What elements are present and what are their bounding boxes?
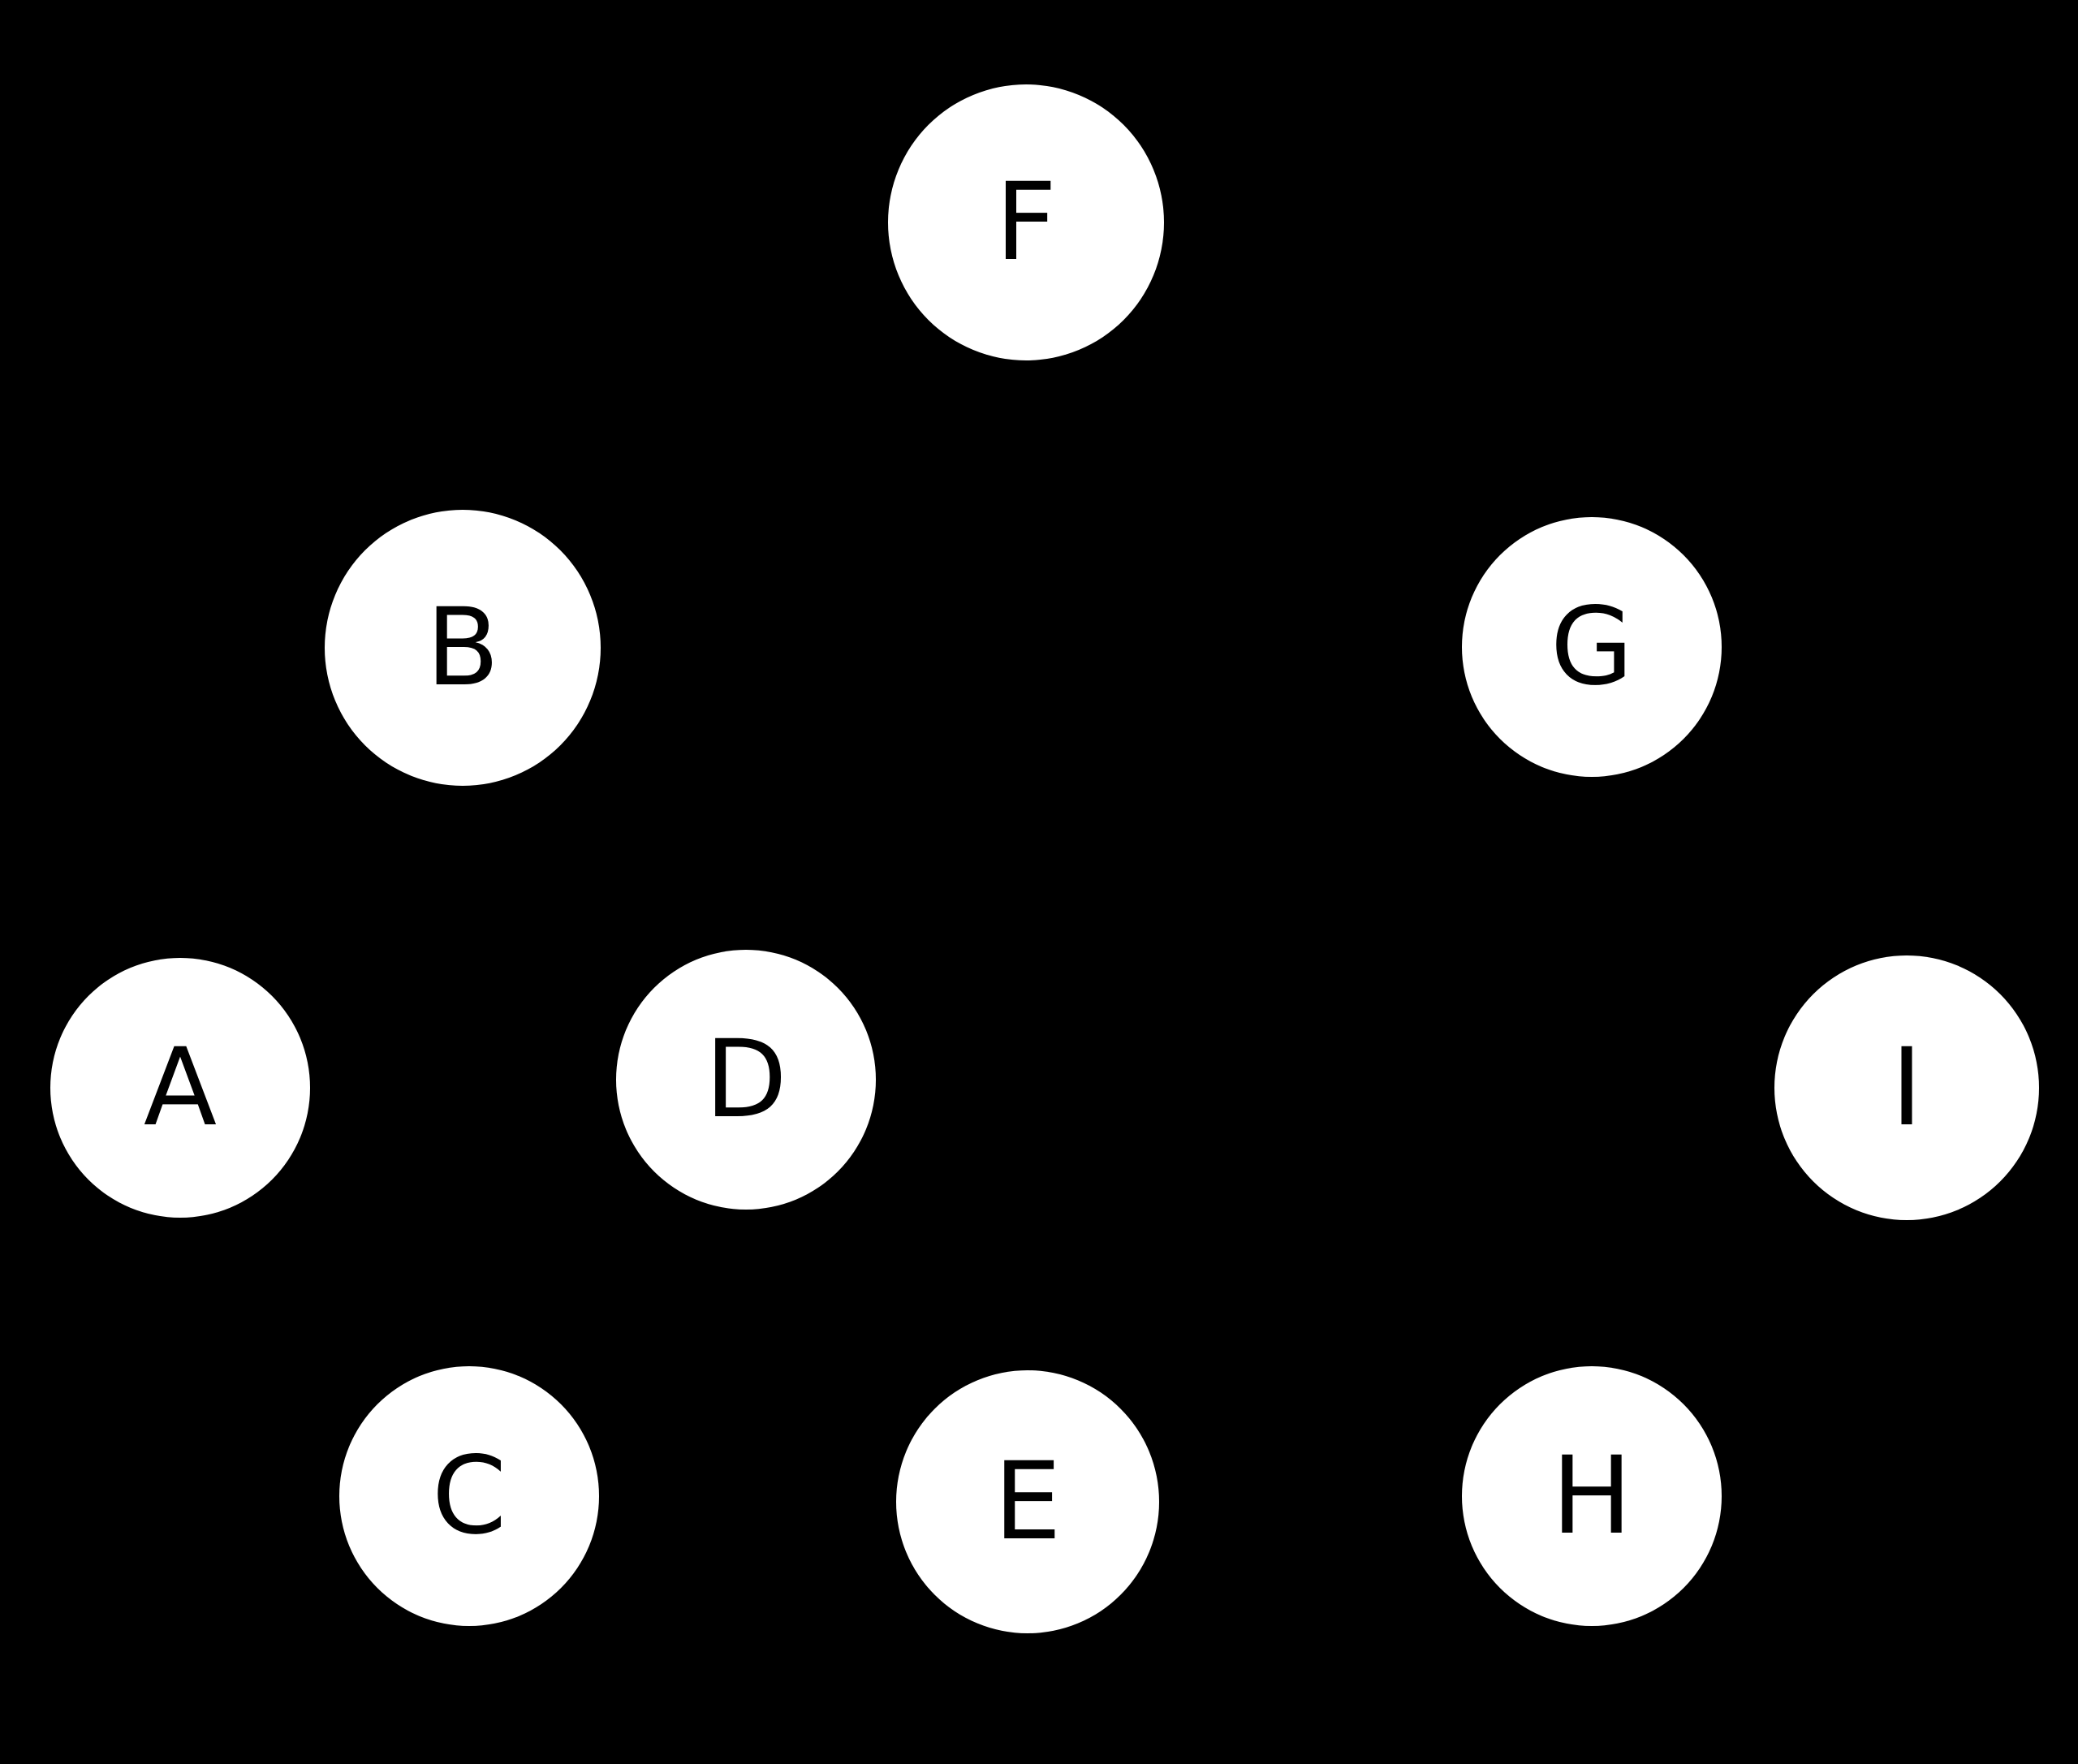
graph-edge <box>1668 1171 1843 1396</box>
node-circle[interactable] <box>616 950 876 1210</box>
graph-edge <box>570 289 938 568</box>
node-label: E <box>994 1439 1061 1564</box>
node-label: H <box>1551 1434 1632 1559</box>
graph-edge <box>247 741 403 981</box>
node-label: I <box>1891 1025 1923 1150</box>
node-label: C <box>432 1434 507 1559</box>
graph-edge <box>815 1185 970 1415</box>
nodes-layer: A B C D E F G H I <box>50 84 2039 1633</box>
graph-node[interactable]: I <box>1774 955 2039 1220</box>
node-circle[interactable] <box>1462 1366 1722 1626</box>
graph-edge <box>252 1191 410 1412</box>
node-circle[interactable] <box>325 510 601 786</box>
graph-node[interactable]: H <box>1462 1366 1722 1626</box>
node-label: F <box>995 160 1057 285</box>
graph-node[interactable]: F <box>888 84 1164 360</box>
node-label: A <box>144 1025 217 1150</box>
node-label: G <box>1550 584 1633 709</box>
graph-edge <box>537 1166 689 1391</box>
edges-layer <box>247 289 1843 1415</box>
graph-node[interactable]: G <box>1462 517 1722 777</box>
node-circle[interactable] <box>339 1366 599 1626</box>
graph-node[interactable]: B <box>325 510 601 786</box>
node-circle[interactable] <box>1774 955 2039 1220</box>
node-circle[interactable] <box>1462 517 1722 777</box>
graph-edge <box>1134 302 1509 585</box>
node-circle[interactable] <box>888 84 1164 360</box>
node-label: B <box>426 585 500 710</box>
graph-node[interactable]: E <box>896 1370 1159 1633</box>
graph-node[interactable]: A <box>50 958 310 1218</box>
node-circle[interactable] <box>896 1370 1159 1633</box>
node-circle[interactable] <box>50 958 310 1218</box>
graph-node[interactable]: C <box>339 1366 599 1626</box>
node-label: D <box>705 1017 787 1142</box>
graph-node[interactable]: D <box>616 950 876 1210</box>
